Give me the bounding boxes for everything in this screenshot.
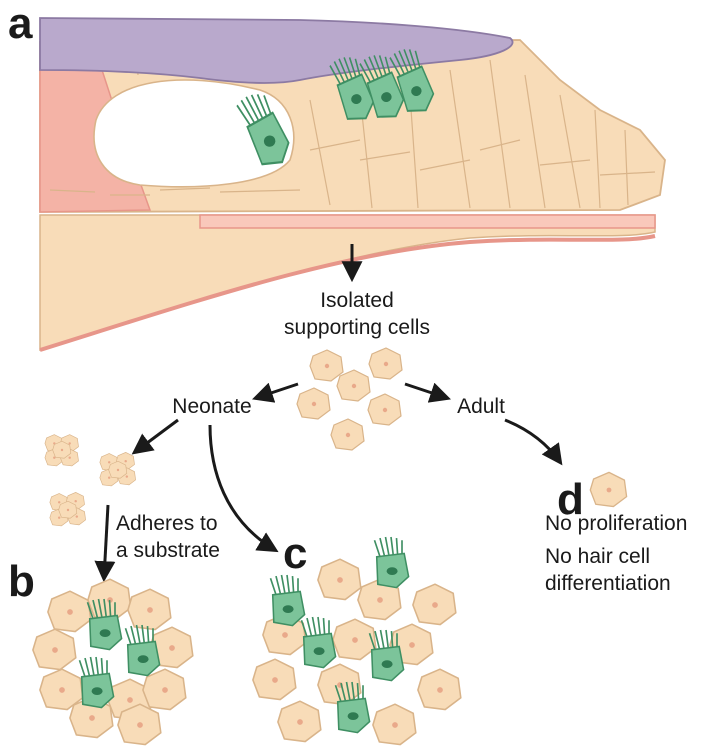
- arrow-to-panel-b: [94, 504, 116, 583]
- arrow-to-neonate: [252, 382, 299, 403]
- arrow-to-panel-d: [504, 418, 563, 466]
- isolated-label-line2: supporting cells: [284, 316, 430, 339]
- tectorial-membrane: [39, 17, 514, 84]
- isolated-supporting-cells: [296, 347, 403, 451]
- adheres-label-line2: a substrate: [116, 539, 220, 562]
- no-proliferation-label: No proliferation: [545, 512, 687, 535]
- arrow-to-panel-c: [208, 424, 279, 553]
- adult-label: Adult: [457, 395, 505, 418]
- panel-label-d: d: [557, 475, 584, 524]
- organ-of-corti-section: [39, 17, 666, 352]
- no-hair-cell-label-line2: differentiation: [545, 572, 671, 595]
- adult-supporting-cell: [589, 471, 628, 508]
- panel-label-b: b: [8, 557, 35, 606]
- adheres-label-line1: Adheres to: [116, 512, 218, 535]
- neonate-label: Neonate: [172, 395, 251, 418]
- arrow-to-clusters: [131, 418, 179, 455]
- panel-label-c: c: [283, 529, 307, 578]
- panel-b-colony: [32, 578, 194, 746]
- panel-label-a: a: [8, 0, 33, 48]
- no-hair-cell-label-line1: No hair cell: [545, 545, 650, 568]
- arrow-to-adult: [404, 382, 451, 403]
- isolated-label-line1: Isolated: [320, 289, 394, 312]
